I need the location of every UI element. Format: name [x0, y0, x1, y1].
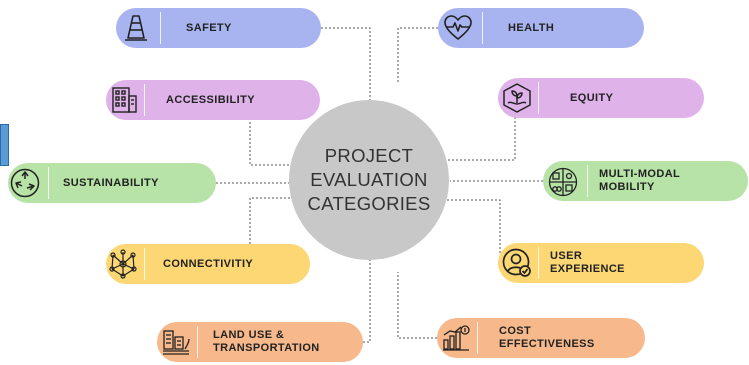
category-sustainability-label: SUSTAINABILITY	[63, 176, 159, 189]
category-multi-modal-mobility-line-1: MULTI-MODAL	[599, 168, 681, 180]
category-user-experience-line-2: EXPERIENCE	[550, 263, 625, 275]
category-multi-modal-mobility-line-2: MOBILITY	[599, 181, 655, 193]
category-safety-label: SAFETY	[186, 21, 232, 34]
user-check-icon	[502, 248, 532, 278]
connector-user-experience	[445, 199, 501, 264]
city-road-icon	[161, 327, 191, 357]
category-accessibility-label: ACCESSIBILITY	[166, 93, 255, 106]
connector-land-use	[363, 255, 371, 343]
category-equity: EQUITY	[498, 78, 704, 118]
connector-health	[397, 27, 438, 82]
category-safety: SAFETY	[116, 8, 321, 48]
category-health-label: HEALTH	[508, 21, 555, 34]
traffic-cone-icon	[121, 13, 151, 43]
category-connectivity: CONNECTIVITIY	[106, 244, 310, 284]
category-health: HEALTH	[438, 8, 644, 48]
connector-safety	[321, 27, 371, 110]
category-land-use-line-1: LAND USE &	[213, 329, 285, 341]
heart-pulse-icon	[443, 13, 473, 43]
category-cost-effectiveness-line-2: EFFECTIVENESS	[499, 338, 595, 350]
money-chart-icon	[441, 323, 471, 353]
category-connectivity-label: CONNECTIVITIY	[163, 257, 254, 270]
building-grid-icon	[109, 85, 139, 115]
category-land-use-transportation: LAND USE & TRANSPORTATION	[157, 322, 363, 362]
connector-cost	[397, 272, 437, 339]
category-user-experience-line-1: USER	[550, 250, 583, 262]
connector-accessibility	[249, 99, 320, 166]
center-title-line-2: EVALUATION	[310, 169, 428, 190]
center-circle: PROJECT EVALUATION CATEGORIES	[289, 100, 449, 260]
hands-plant-icon	[502, 83, 532, 113]
category-user-experience: USER EXPERIENCE	[498, 243, 704, 283]
center-title-line-3: CATEGORIES	[307, 193, 431, 214]
recycle-icon	[10, 168, 40, 198]
category-land-use-line-2: TRANSPORTATION	[213, 342, 320, 354]
category-multi-modal-mobility: MULTI-MODAL MOBILITY	[543, 161, 748, 201]
network-icon	[108, 249, 138, 279]
category-cost-effectiveness-line-1: COST	[499, 325, 532, 337]
side-tab-marker	[0, 124, 9, 166]
category-equity-label: EQUITY	[570, 91, 614, 104]
center-title-line-1: PROJECT	[324, 145, 414, 166]
mobility-modes-icon	[548, 167, 578, 197]
category-accessibility: ACCESSIBILITY	[106, 80, 320, 120]
category-cost-effectiveness: COST EFFECTIVENESS	[437, 318, 645, 358]
category-sustainability: SUSTAINABILITY	[8, 163, 216, 203]
